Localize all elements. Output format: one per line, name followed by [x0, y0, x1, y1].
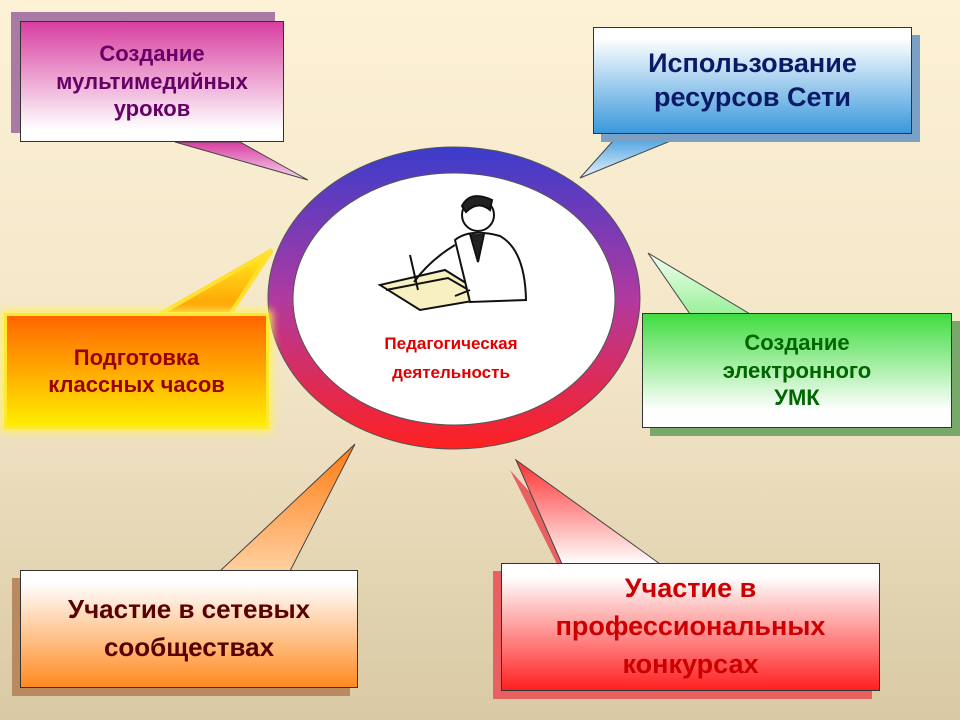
center-label: Педагогическая деятельность — [340, 329, 562, 387]
callout-text: ресурсов Сети — [654, 81, 851, 112]
callout-multimedia-lessons: Создание мультимедийных уроков — [20, 21, 284, 142]
callout-electronic-umk: Создание электронного УМК — [642, 313, 952, 428]
callout-text: электронного — [722, 357, 872, 383]
callout-tail — [647, 252, 752, 315]
callout-tail — [218, 443, 356, 572]
callout-tail — [152, 248, 274, 316]
callout-text: профессиональных — [555, 611, 826, 642]
callout-professional-contests: Участие в профессиональных конкурсах — [501, 563, 880, 691]
callout-text: Создание — [99, 41, 205, 67]
teacher-writing-icon — [377, 195, 528, 312]
callout-text: конкурсах — [622, 648, 759, 679]
callout-text: Подготовка — [73, 344, 200, 370]
callout-text: мультимедийных — [56, 68, 248, 94]
callout-tail — [174, 141, 309, 181]
callout-text: классных часов — [48, 372, 225, 397]
callout-text: сообществах — [103, 632, 275, 662]
callout-class-hours: Подготовка классных часов — [4, 313, 269, 429]
callout-text: уроков — [113, 96, 191, 122]
callout-text: УМК — [774, 385, 820, 411]
callout-text: Участие в сетевых — [67, 594, 311, 625]
callout-network-communities: Участие в сетевых сообществах — [20, 570, 358, 688]
center-label-line: деятельность — [392, 363, 510, 382]
center-label-line: Педагогическая — [384, 334, 518, 353]
callout-text: Использование — [648, 47, 857, 78]
callout-text: Создание — [744, 330, 850, 356]
callout-web-resources: Использование ресурсов Сети — [593, 27, 912, 134]
callout-text: Участие в — [624, 573, 757, 604]
